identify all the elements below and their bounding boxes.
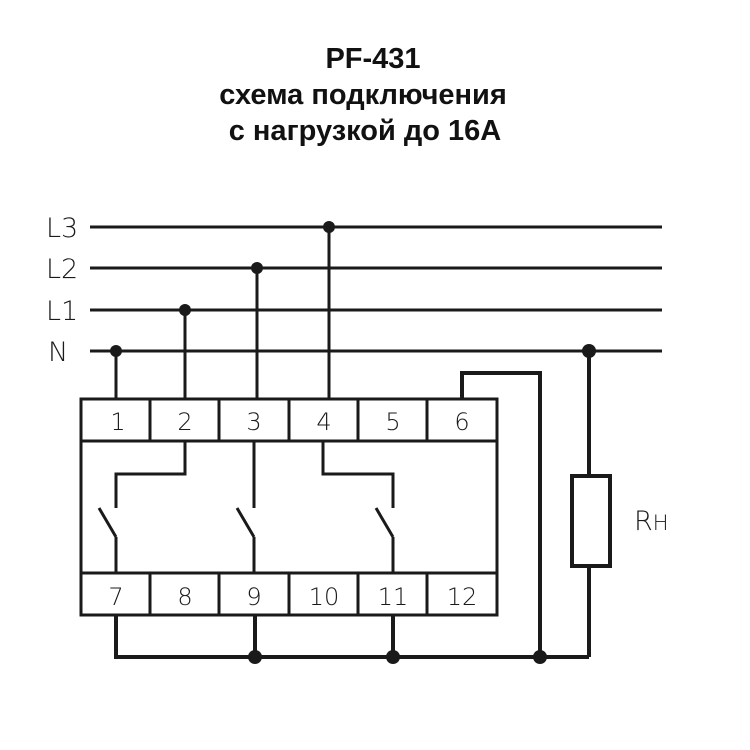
junction-dot: [323, 221, 335, 233]
load-label: RН: [634, 506, 669, 537]
output-bus: [114, 615, 589, 659]
bus-label-l3: L3: [46, 213, 78, 244]
junction-dot: [179, 304, 191, 316]
terminal-4-label: 4: [316, 408, 331, 436]
switch-3-upper-wire: [321, 441, 395, 508]
switch-3-blade: [374, 507, 395, 538]
terminal-6-wire: [460, 371, 542, 657]
junction-dot: [251, 262, 263, 274]
bus-label-l1: L1: [46, 296, 78, 327]
title-line-3: с нагрузкой до 16А: [228, 115, 502, 147]
load-label-main: R: [634, 506, 653, 537]
junction-dot: [248, 650, 262, 664]
terminal-8-label: 8: [177, 583, 192, 611]
terminal-1-label: 1: [110, 408, 125, 436]
switch-2-blade: [235, 507, 256, 538]
load-label-sub: Н: [653, 511, 669, 535]
bus-label-n: N: [48, 337, 68, 368]
junction-dot: [110, 345, 122, 357]
title-model: PF-431: [325, 43, 421, 75]
terminal-12-label: 12: [447, 583, 478, 611]
junction-dot: [533, 650, 547, 664]
terminal-5-label: 5: [385, 408, 400, 436]
terminal-3-label: 3: [246, 408, 261, 436]
junction-dot: [582, 344, 596, 358]
title-line-2: схема подключения: [219, 79, 507, 111]
load-resistor: [570, 474, 612, 568]
terminal-2-label: 2: [177, 408, 192, 436]
switch-1-blade: [97, 507, 118, 538]
terminal-6-label: 6: [454, 408, 469, 436]
junction-dot: [386, 650, 400, 664]
terminal-11-label: 11: [378, 583, 409, 611]
terminal-10-label: 10: [309, 583, 340, 611]
terminal-7-label: 7: [108, 583, 123, 611]
bus-label-l2: L2: [46, 254, 78, 285]
terminal-9-label: 9: [246, 583, 261, 611]
switch-1-upper-wire: [114, 441, 187, 508]
